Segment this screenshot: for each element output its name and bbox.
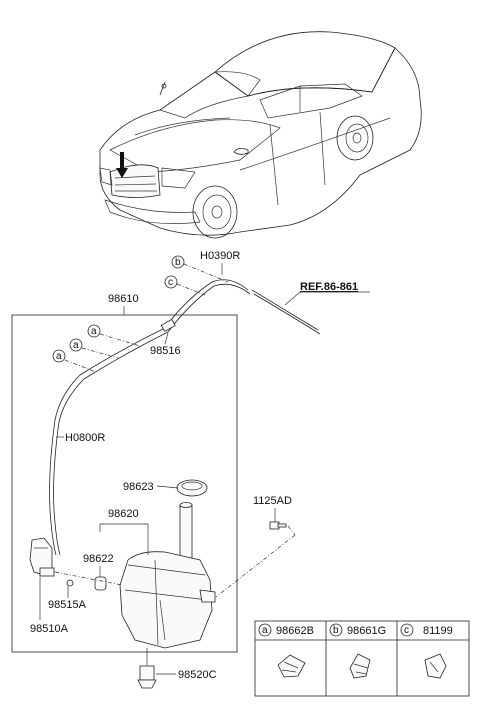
callout-b-top: b: [175, 257, 181, 268]
assembly-box: 98610: [11, 293, 238, 653]
callout-a-1: a: [91, 326, 97, 337]
legend-part-b: 98661G: [347, 625, 386, 637]
label-98623: 98623: [123, 481, 154, 493]
callout-c-top: c: [168, 277, 173, 288]
callout-a-2: a: [73, 340, 79, 351]
level-sensor: 98520C: [137, 648, 217, 689]
location-arrow-icon: [116, 152, 128, 178]
label-98520c: 98520C: [178, 669, 217, 681]
pump-grommet: 98515A: [48, 579, 87, 611]
label-1125ad: 1125AD: [253, 495, 292, 507]
washer-pump: 98510A: [29, 537, 123, 635]
parts-legend: a 98662B b 98661G c 81199: [254, 620, 470, 697]
reservoir-grommet: 98622: [83, 553, 114, 591]
reservoir-cap: 98623: [123, 479, 208, 497]
label-98516: 98516: [150, 345, 181, 357]
washer-hose: 98516 H0800R a a a: [49, 318, 181, 556]
label-98510a: 98510A: [30, 623, 69, 635]
label-h0390r: H0390R: [200, 250, 240, 262]
legend-letter-c: c: [404, 625, 409, 636]
label-98515a: 98515A: [48, 599, 87, 611]
clip-c-icon: [424, 653, 447, 679]
clip-b-icon: [349, 653, 371, 679]
car-illustration: [99, 31, 422, 239]
label-98610: 98610: [108, 293, 139, 305]
label-h0800r: H0800R: [65, 432, 105, 444]
label-98622: 98622: [83, 553, 114, 565]
top-hose-group: H0390R REF.86-861 b c: [164, 250, 370, 335]
washer-reservoir: 98620: [99, 502, 216, 649]
legend-letter-b: b: [333, 625, 339, 636]
label-98620: 98620: [108, 508, 139, 520]
legend-letter-a: a: [262, 625, 268, 636]
mounting-bolt: 1125AD: [215, 495, 296, 598]
legend-part-c: 81199: [423, 625, 453, 637]
label-ref-86-861: REF.86-861: [300, 281, 358, 293]
legend-part-a: 98662B: [276, 625, 314, 637]
callout-a-3: a: [56, 351, 62, 362]
clip-a-icon: [277, 654, 306, 678]
